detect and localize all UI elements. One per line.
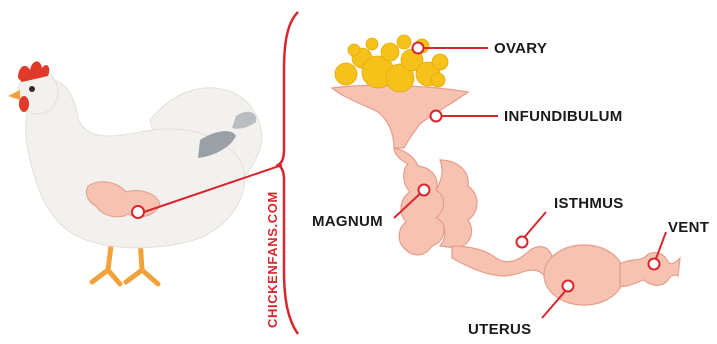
diagram-bracket bbox=[278, 12, 298, 334]
hen-wattle bbox=[19, 96, 29, 112]
uterus-dot bbox=[563, 281, 574, 292]
oviduct-detail bbox=[332, 35, 680, 305]
vent-dot bbox=[649, 259, 660, 270]
magnum-dot bbox=[419, 185, 430, 196]
isthmus-dot bbox=[517, 237, 528, 248]
hen-eye bbox=[29, 86, 35, 92]
label-uterus: UTERUS bbox=[468, 321, 531, 338]
hen-pointer-dot bbox=[132, 206, 144, 218]
label-infundibulum: INFUNDIBULUM bbox=[504, 108, 623, 125]
uterus-shell-gland bbox=[544, 245, 624, 305]
label-vent: VENT bbox=[668, 219, 709, 236]
magnum-coils bbox=[394, 148, 445, 255]
vent-tube bbox=[620, 253, 680, 287]
label-ovary: OVARY bbox=[494, 40, 547, 57]
label-magnum: MAGNUM bbox=[312, 213, 383, 230]
hen-beak bbox=[8, 90, 20, 100]
label-isthmus: ISTHMUS bbox=[554, 195, 624, 212]
brand-watermark: CHICKENFANS.COM bbox=[265, 191, 280, 328]
ovary-yolk-cluster bbox=[335, 35, 448, 92]
ovary-dot bbox=[413, 43, 424, 54]
hen-illustration bbox=[8, 61, 262, 284]
infundibulum-dot bbox=[431, 111, 442, 122]
